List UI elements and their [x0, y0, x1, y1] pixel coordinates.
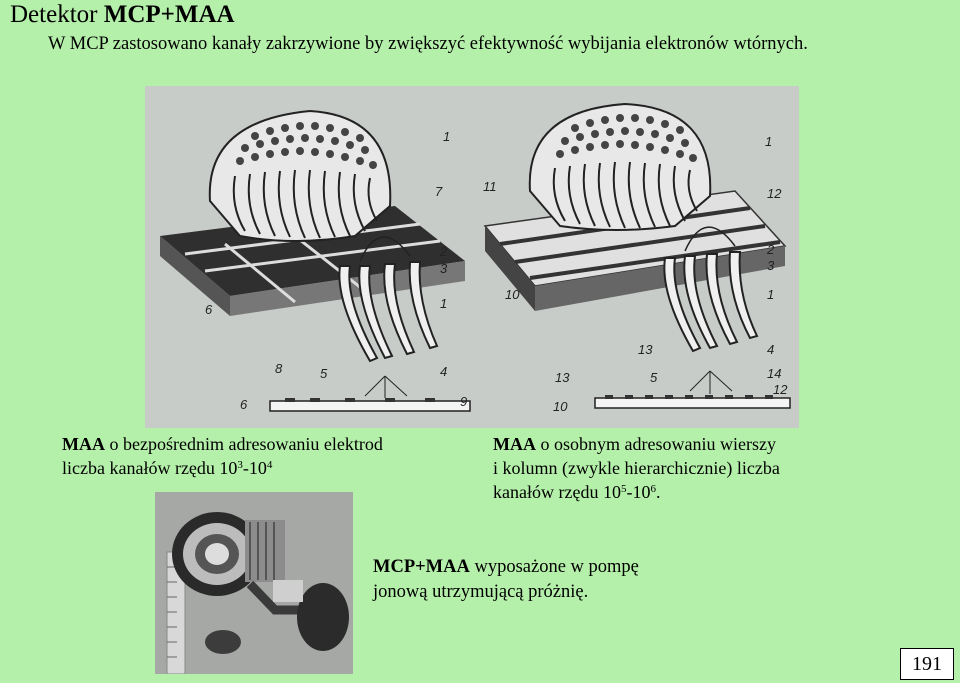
- left-label-8: 8: [275, 361, 283, 376]
- page-title: Detektor MCP+MAA: [10, 0, 235, 30]
- intro-text: W MCP zastosowano kanały zakrzywione by …: [48, 34, 808, 54]
- left-label-2: 2: [439, 244, 448, 259]
- left-label-1b: 1: [440, 296, 447, 311]
- left-caption-exp1: 3: [237, 459, 243, 471]
- left-label-1: 1: [443, 129, 450, 144]
- right-label-14: 14: [767, 366, 781, 381]
- right-label-12: 12: [767, 186, 782, 201]
- right-caption-line2: i kolumn (zwykle hierarchicznie) liczba: [493, 458, 780, 478]
- right-label-12b: 12: [773, 382, 788, 397]
- right-caption-line1: o osobnym adresowaniu wierszy: [536, 434, 776, 454]
- right-label-10: 10: [505, 287, 520, 302]
- left-caption-bold: MAA: [62, 434, 105, 454]
- photo-caption-line1: wyposażone w pompę: [469, 557, 639, 577]
- left-label-3: 3: [440, 261, 448, 276]
- left-assembly-drawing: 1 7 2 3 1 4 6 8 5 6 9: [160, 109, 471, 412]
- left-caption-exp2: 4: [266, 459, 273, 471]
- right-caption-dash: -10: [626, 482, 651, 502]
- left-label-7: 7: [435, 184, 443, 199]
- page-number: 191: [900, 648, 954, 680]
- title-bold: MCP+MAA: [103, 1, 235, 28]
- right-label-4: 4: [767, 342, 774, 357]
- detector-photo: [155, 492, 353, 674]
- left-label-9: 9: [460, 394, 467, 409]
- right-label-1: 1: [765, 134, 772, 149]
- right-caption-suffix: .: [655, 482, 661, 502]
- right-caption-line3: kanałów rzędu 10: [493, 482, 621, 502]
- left-caption: MAA o bezpośrednim adresowaniu elektrod …: [62, 432, 383, 480]
- right-caption: MAA o osobnym adresowaniu wierszy i kolu…: [493, 432, 780, 504]
- left-label-4: 4: [440, 364, 447, 379]
- photo-caption: MCP+MAA wyposażone w pompę jonową utrzym…: [373, 555, 639, 605]
- right-label-13: 13: [638, 342, 653, 357]
- right-label-5: 5: [650, 370, 658, 385]
- right-label-2: 2: [766, 242, 775, 257]
- right-label-11: 11: [483, 179, 497, 194]
- mcp-maa-diagram: 1 7 2 3 1 4 6 8 5 6 9: [145, 86, 799, 428]
- right-caption-exp2: 6: [650, 483, 656, 495]
- right-label-3: 3: [767, 258, 775, 273]
- title-prefix: Detektor: [10, 1, 104, 28]
- photo-caption-bold: MCP+MAA: [373, 557, 470, 577]
- photo-caption-line2: jonową utrzymującą próżnię.: [373, 582, 589, 602]
- left-caption-line1: o bezpośrednim adresowaniu elektrod: [105, 434, 383, 454]
- left-label-5: 5: [320, 366, 328, 381]
- left-label-6b: 6: [240, 397, 248, 412]
- left-caption-dash: -10: [242, 458, 267, 478]
- right-caption-bold: MAA: [493, 434, 536, 454]
- right-caption-exp1: 5: [620, 483, 627, 495]
- right-label-13b: 13: [555, 370, 570, 385]
- left-label-6: 6: [205, 302, 213, 317]
- right-assembly-drawing: 1 11 12 2 3 10 1 13 4 13 5 14 12 10: [483, 102, 791, 414]
- left-caption-line2: liczba kanałów rzędu 10: [62, 458, 238, 478]
- right-label-10b: 10: [553, 399, 568, 414]
- right-label-1b: 1: [767, 287, 774, 302]
